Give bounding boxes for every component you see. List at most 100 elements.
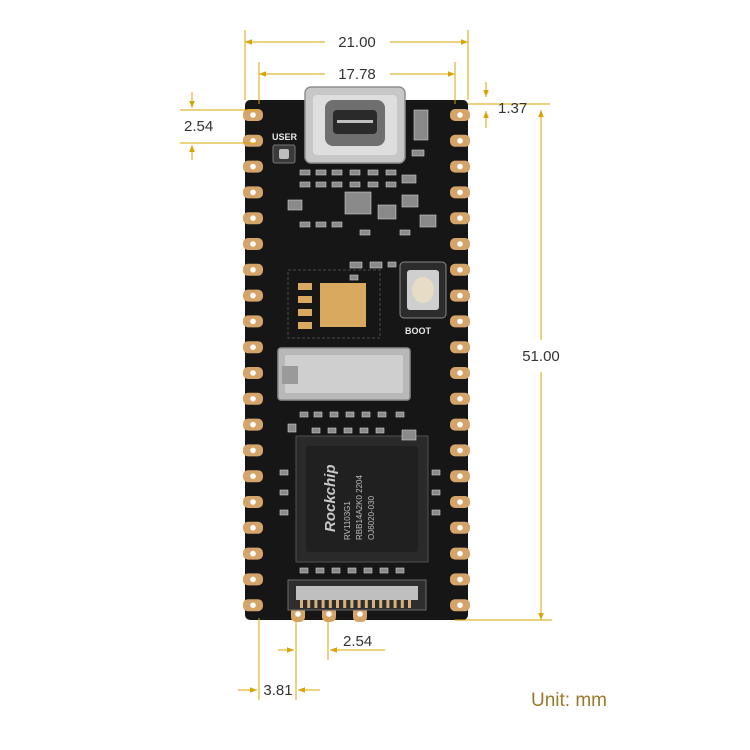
pad-right [450,573,470,586]
pad-right [450,212,470,225]
smd-part [401,429,417,441]
pad-right [450,418,470,431]
fpc-pin [379,600,383,608]
smd-part [399,229,411,236]
pcb-board: USER BOOT Rockchip [243,86,470,622]
smd-part [343,427,353,434]
smd-part [315,221,327,228]
unit-label: Unit: mm [531,690,607,711]
fpc-pin [314,600,318,608]
pad-right [450,109,470,121]
fpc-pin [328,600,332,608]
smd-part [359,229,371,236]
soc-line1: RV1103G1 [343,501,352,540]
smd-part [431,489,441,496]
smd-part [359,427,369,434]
smd-part [349,261,363,269]
fpc-pin [300,600,303,608]
smd-part [331,181,343,188]
smd-part [287,423,297,433]
smd-part [349,169,361,176]
pad-left [243,547,263,560]
smd-part [395,411,405,418]
smd-part [349,274,359,281]
boot-label: BOOT [405,326,432,336]
pad-right [450,367,470,379]
smd-part [431,509,441,516]
pad-right [450,470,470,483]
smd-part [347,567,357,574]
smd-part [329,411,339,418]
soc-line2: RBB14A2K0 2204 [355,475,364,540]
fpc-connector [287,579,427,611]
pad-right [450,289,470,302]
dim-pin-pitch-side: 2.54 [184,118,213,135]
pad-left [243,238,263,250]
pad-right [450,186,470,199]
smd-part [377,204,397,220]
smd-part [385,181,397,188]
smd-part [279,469,289,476]
smd-part [395,567,405,574]
pad-right [450,521,470,534]
pad-right [450,599,470,612]
fpc-pin [350,600,354,608]
microsd-slot [277,347,411,401]
rockchip-soc: Rockchip RV1103G1 RBB14A2K0 2204 OJ6020-… [295,435,429,563]
pad-left [243,367,263,379]
smd-part [367,169,379,176]
pad-right [450,444,470,457]
pad-left [243,418,263,431]
smd-part [331,169,343,176]
smd-part [327,427,337,434]
smd-part [299,221,311,228]
smd-part [401,194,419,208]
smd-part [419,214,437,228]
pad-right [450,547,470,560]
smd-part [377,411,387,418]
pad-left [243,315,263,328]
smd-components [279,109,441,574]
pad-right [450,496,470,508]
pad-left [243,263,263,276]
smd-part [345,411,355,418]
smd-part [379,567,389,574]
fpc-pin [321,600,325,608]
dimension-lines: 21.00 17.78 1.37 2.54 51.00 2.54 3.81 [180,30,560,700]
pad-right [450,134,470,147]
pad-left [243,392,263,405]
smd-part [311,427,321,434]
pad-left [243,341,263,354]
user-label: USER [272,132,298,142]
pad-right [450,315,470,328]
smd-part [349,181,361,188]
smd-part [279,509,289,516]
fpc-pin [372,600,375,608]
fpc-pin [364,600,368,608]
smd-part [315,181,327,188]
smd-part [431,469,441,476]
smd-part [401,174,417,184]
soc-brand: Rockchip [322,464,339,532]
pad-left [243,212,263,225]
user-button [272,144,296,164]
boot-button [399,261,447,319]
dim-board-width: 21.00 [338,34,376,51]
smd-part [331,221,343,228]
fpc-pin [357,600,361,608]
pad-left [243,289,263,302]
smd-part [299,411,309,418]
smd-part [385,169,397,176]
dim-board-length: 51.00 [522,348,560,365]
pad-right [450,341,470,354]
dim-bottom-offset: 3.81 [263,682,292,699]
pad-left [243,444,263,457]
smd-part [363,567,373,574]
fpc-pin [386,600,390,608]
soc-line3: OJ6020-030 [367,495,376,540]
smd-part [299,567,309,574]
smd-part [331,567,341,574]
fpc-pin [307,600,311,608]
flash-chip [287,269,381,339]
